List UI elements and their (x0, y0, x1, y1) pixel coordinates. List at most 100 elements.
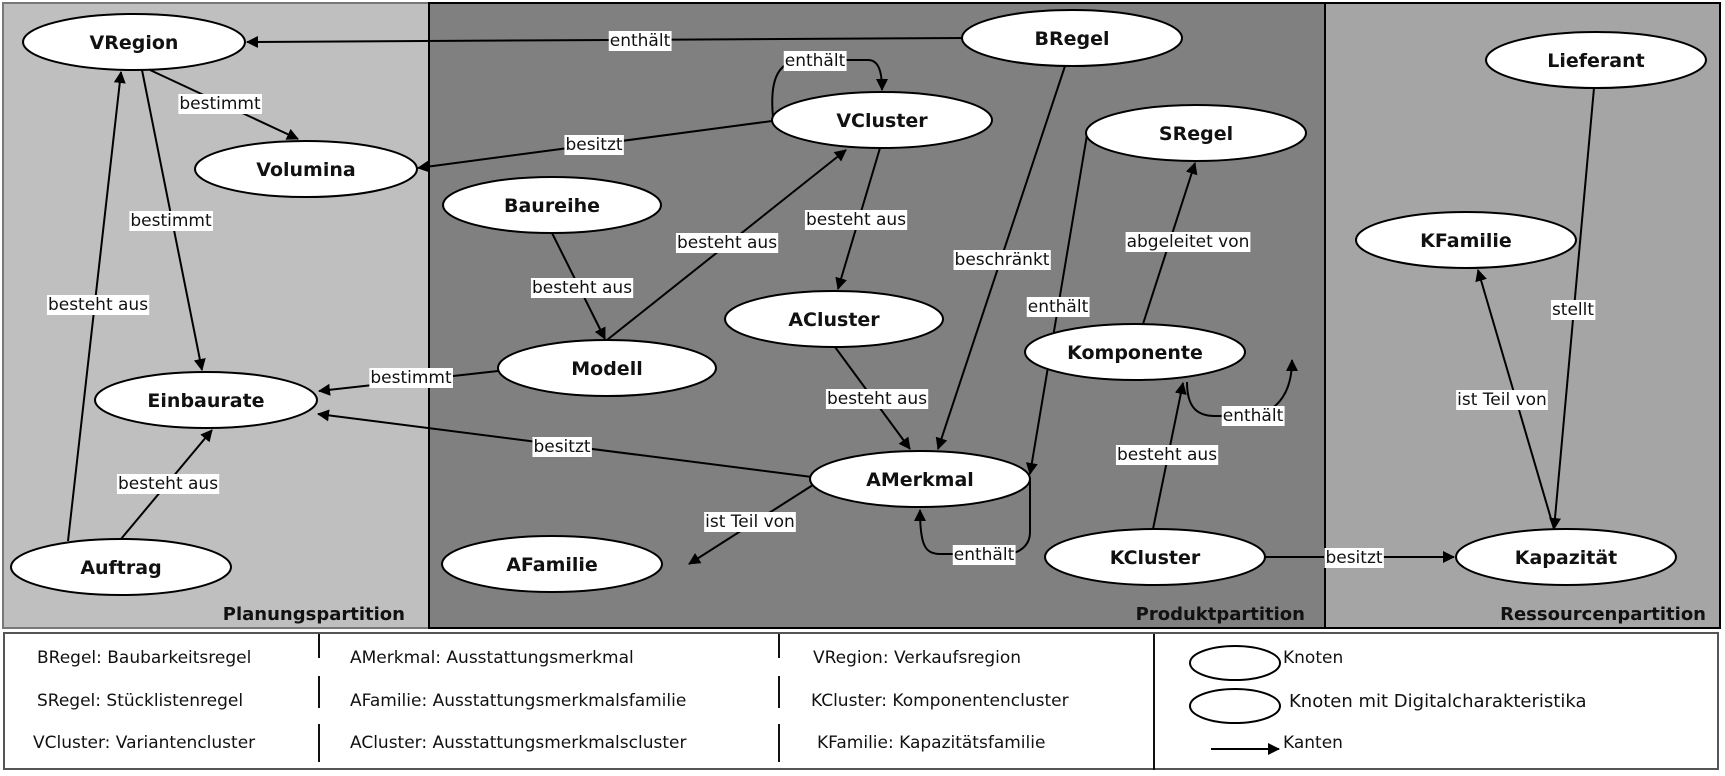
legend-abbr: ACluster: Ausstattungsmerkmalscluster (350, 733, 687, 753)
edge-label-bg (804, 210, 908, 230)
legend-abbr: KCluster: Komponentencluster (811, 691, 1069, 711)
edge-label: besitzt (1324, 548, 1384, 568)
node-sregel[interactable]: SRegel (1085, 104, 1307, 162)
legend-abbr: KFamilie: Kapazitätsfamilie (817, 733, 1046, 753)
legend-symbol-label: Kanten (1283, 733, 1343, 753)
edge-label-text: besteht aus (677, 233, 777, 253)
edge-label-bg (825, 389, 929, 409)
node-label: Modell (571, 358, 642, 380)
legend-abbr: VRegion: Verkaufsregion (813, 648, 1022, 668)
legend-divider (318, 676, 320, 708)
legend-abbr: BRegel: Baubarkeitsregel (37, 648, 252, 668)
node-label: VCluster (836, 110, 928, 132)
node-ellipse (1485, 31, 1707, 89)
node-label: VRegion (90, 32, 179, 54)
node-ellipse (94, 371, 318, 429)
node-afamilie[interactable]: AFamilie (441, 535, 663, 593)
edge-label-text: besteht aus (532, 278, 632, 298)
edge-label-text: enthält (1028, 297, 1089, 317)
node-acluster[interactable]: ACluster (724, 290, 944, 348)
edge-label: abgeleitet von (1125, 232, 1251, 252)
node-ellipse (771, 91, 993, 149)
node-label: AMerkmal (866, 469, 974, 491)
node-ellipse (1355, 211, 1577, 269)
edge-label-text: besitzt (1325, 548, 1382, 568)
partition-label: Planungspartition (223, 604, 405, 625)
edge-label-bg (675, 233, 779, 253)
legend-divider (778, 676, 780, 708)
node-vregion[interactable]: VRegion (22, 13, 246, 71)
edge-label-bg (953, 250, 1051, 270)
node-kfamilie[interactable]: KFamilie (1355, 211, 1577, 269)
edge-label: besteht aus (46, 295, 150, 315)
edge-label-text: besitzt (533, 437, 590, 457)
node-label: Einbaurate (147, 390, 264, 412)
node-label: Kapazität (1515, 547, 1618, 569)
node-auftrag[interactable]: Auftrag (10, 538, 232, 596)
node-ellipse (442, 176, 662, 234)
node-vcluster[interactable]: VCluster (771, 91, 993, 149)
node-lieferant[interactable]: Lieferant (1485, 31, 1707, 89)
ellipse-icon (1189, 688, 1281, 724)
node-kcluster[interactable]: KCluster (1044, 528, 1266, 586)
node-volumina[interactable]: Volumina (194, 140, 418, 198)
legend-divider (318, 724, 320, 762)
node-label: SRegel (1159, 123, 1233, 145)
edge-label-bg (46, 295, 150, 315)
edge-label-bg (952, 545, 1016, 565)
legend: BRegel: Baubarkeitsregel SRegel: Stückli… (3, 632, 1719, 770)
edge-label-bg (1115, 445, 1219, 465)
node-modell[interactable]: Modell (497, 339, 717, 397)
edge-label-text: enthält (785, 51, 846, 71)
edge-label-text: enthält (954, 545, 1015, 565)
edge-label-bg (608, 31, 672, 51)
edge-label: enthält (1221, 406, 1285, 426)
legend-symbol-label: Knoten (1283, 648, 1344, 668)
partition-ressourcen (1324, 2, 1721, 629)
edge-label-bg (532, 437, 592, 457)
edge-bregel-vregion (246, 35, 966, 48)
edge-label: besitzt (532, 437, 592, 457)
partition-label: Produktpartition (1136, 604, 1305, 625)
edge-label: enthält (952, 545, 1016, 565)
node-komponente[interactable]: Komponente (1024, 323, 1246, 381)
node-kapazitaet[interactable]: Kapazität (1455, 528, 1677, 586)
edge-label-text: bestimmt (179, 94, 261, 114)
edge-label-text: besteht aus (806, 210, 906, 230)
node-amerkmal[interactable]: AMerkmal (809, 450, 1031, 508)
edge-label-bg (1125, 232, 1251, 252)
legend-abbr: AMerkmal: Ausstattungsmerkmal (350, 648, 634, 668)
node-einbaurate[interactable]: Einbaurate (94, 371, 318, 429)
node-ellipse (1455, 528, 1677, 586)
node-ellipse (1044, 528, 1266, 586)
node-ellipse (10, 538, 232, 596)
edge-label: enthält (608, 31, 672, 51)
node-ellipse (961, 9, 1183, 67)
node-label: KFamilie (1420, 230, 1512, 252)
edge-label: bestimmt (129, 211, 213, 231)
ellipse-icon (1189, 645, 1281, 681)
edge-label-bg (704, 512, 796, 532)
node-baureihe[interactable]: Baureihe (442, 176, 662, 234)
legend-symbols (1189, 645, 1281, 755)
edge-label: beschränkt (953, 250, 1051, 270)
edge-label: besteht aus (116, 474, 220, 494)
edge-label-bg (1550, 300, 1596, 320)
node-bregel[interactable]: BRegel (961, 9, 1183, 67)
edge-label: enthält (1026, 297, 1090, 317)
legend-abbr: AFamilie: Ausstattungsmerkmalsfamilie (350, 691, 687, 711)
legend-divider (778, 724, 780, 762)
node-ellipse (22, 13, 246, 71)
edge-label-text: besteht aus (1117, 445, 1217, 465)
edge-label-bg (1221, 406, 1285, 426)
edge-label-text: stellt (1552, 300, 1594, 320)
node-label: KCluster (1110, 547, 1201, 569)
edge-label-bg (564, 135, 624, 155)
node-label: ACluster (788, 309, 880, 331)
edge-label: besteht aus (530, 278, 634, 298)
edge-label-bg (129, 211, 213, 231)
node-label: Komponente (1067, 342, 1203, 364)
edge-label: besteht aus (675, 233, 779, 253)
edge-label-text: abgeleitet von (1127, 232, 1250, 252)
